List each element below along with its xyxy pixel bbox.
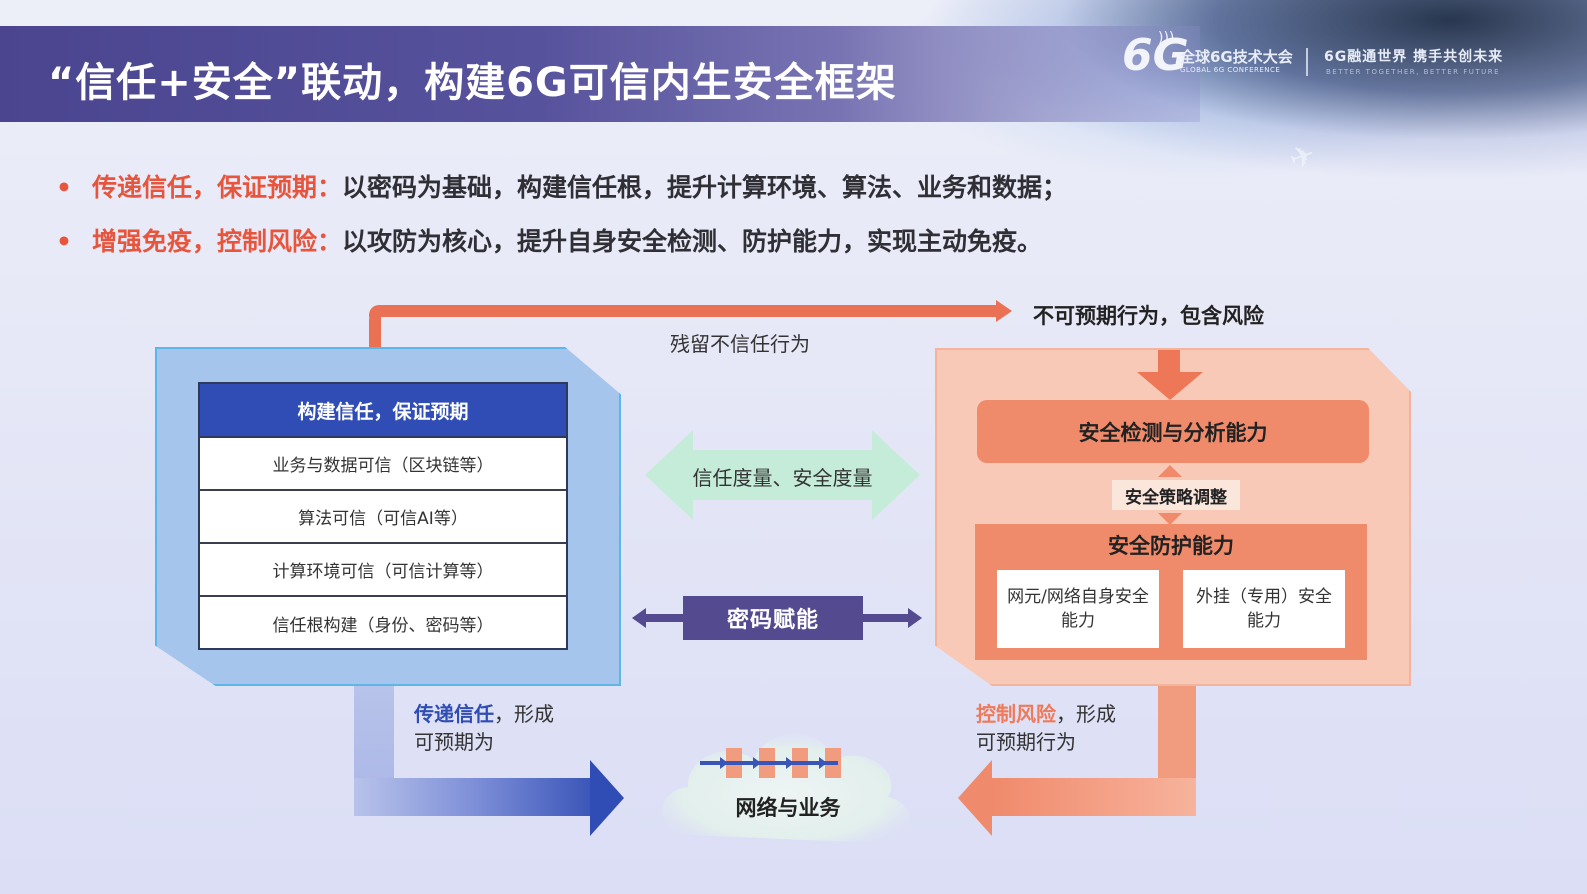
trust-row-business-data: 业务与数据可信（区块链等） bbox=[200, 438, 566, 491]
bullet-immunity: • 增强免疫，控制风险：以攻防为核心，提升自身安全检测、防护能力，实现主动免疫。 bbox=[56, 222, 1042, 258]
chain-blocks-icon bbox=[700, 748, 850, 778]
arrow-head-left-icon bbox=[632, 608, 646, 628]
policy-adjust-label: 安全策略调整 bbox=[1112, 480, 1240, 510]
bullet-trust: • 传递信任，保证预期：以密码为基础，构建信任根，提升计算环境、算法、业务和数据； bbox=[56, 168, 1067, 204]
residual-flow-arrow bbox=[369, 305, 999, 317]
logo-6g-mark: 6G bbox=[1122, 30, 1189, 81]
logo-slogan-cn: 6G融通世界 携手共创未来 bbox=[1324, 49, 1504, 65]
arrow-head-right-icon bbox=[908, 608, 922, 628]
plugin-security-box: 外挂（专用）安全能力 bbox=[1183, 570, 1345, 648]
bullet-text: 以攻防为核心，提升自身安全检测、防护能力，实现主动免疫。 bbox=[342, 227, 1043, 256]
native-security-box: 网元/网络自身安全能力 bbox=[997, 570, 1159, 648]
trust-flow-arrow bbox=[354, 778, 594, 816]
down-arrow-stem bbox=[1158, 350, 1180, 374]
logo-slogan-en: BETTER TOGETHER, BETTER FUTURE bbox=[1326, 68, 1501, 76]
bullet-dot: • bbox=[56, 227, 72, 256]
risk-flow-highlight: 控制风险 bbox=[976, 702, 1056, 726]
bullet-dot: • bbox=[56, 173, 72, 202]
trust-flow-text: ，形成 bbox=[494, 702, 554, 726]
double-arrow-measure-icon bbox=[645, 430, 920, 520]
risk-flow-label: 控制风险，形成 可预期行为 bbox=[976, 700, 1116, 756]
logo-divider bbox=[1306, 48, 1308, 76]
bullet-text: 以密码为基础，构建信任根，提升计算环境、算法、业务和数据； bbox=[342, 173, 1068, 202]
arrow-head-left-icon bbox=[958, 760, 992, 836]
wifi-signal-icon: ))) bbox=[1158, 30, 1175, 46]
bullet-key: 传递信任，保证预期： bbox=[91, 173, 342, 202]
page-title: “信任+安全”联动，构建6G可信内生安全框架 bbox=[48, 60, 897, 106]
arrow-head-right-icon bbox=[996, 300, 1012, 322]
bullet-key: 增强免疫，控制风险： bbox=[91, 227, 342, 256]
unexpected-behavior-label: 不可预期行为，包含风险 bbox=[1033, 304, 1264, 328]
trust-table: 构建信任，保证预期 业务与数据可信（区块链等） 算法可信（可信AI等） 计算环境… bbox=[198, 382, 568, 650]
risk-flow-text: ，形成 bbox=[1056, 702, 1116, 726]
protection-title: 安全防护能力 bbox=[1108, 534, 1234, 558]
protection-box: 安全防护能力 网元/网络自身安全能力 外挂（专用）安全能力 bbox=[975, 524, 1367, 660]
trust-row-root-of-trust: 信任根构建（身份、密码等） bbox=[272, 616, 494, 636]
arrow-head-right-icon bbox=[590, 760, 624, 836]
cloud-icon bbox=[661, 733, 910, 844]
trust-flow-label: 传递信任，形成 可预期为 bbox=[414, 700, 554, 756]
network-business-label: 网络与业务 bbox=[735, 796, 841, 820]
logo-name-en: GLOBAL 6G CONFERENCE bbox=[1180, 66, 1281, 74]
residual-flow-arrow-stem bbox=[369, 310, 381, 350]
logo-name-cn: 全球6G技术大会 bbox=[1180, 48, 1293, 66]
trust-flow-text-line2: 可预期为 bbox=[414, 730, 494, 754]
detection-analysis-box: 安全检测与分析能力 bbox=[977, 400, 1369, 463]
arrow-up-icon bbox=[1158, 465, 1182, 477]
trust-row-computing-env: 计算环境可信（可信计算等） bbox=[200, 544, 566, 597]
crypto-enable-box: 密码赋能 bbox=[683, 596, 863, 640]
trust-flow-highlight: 传递信任 bbox=[414, 702, 494, 726]
risk-flow-arrow bbox=[992, 778, 1196, 816]
arrow-down-icon bbox=[1137, 372, 1203, 400]
risk-flow-text-line2: 可预期行为 bbox=[976, 730, 1076, 754]
trust-row-algorithm: 算法可信（可信AI等） bbox=[200, 491, 566, 544]
title-bar bbox=[0, 26, 1200, 122]
residual-untrusted-label: 残留不信任行为 bbox=[670, 332, 810, 356]
measure-label: 信任度量、安全度量 bbox=[692, 466, 873, 490]
arrow-down-icon bbox=[1158, 513, 1182, 525]
trust-table-header: 构建信任，保证预期 bbox=[200, 384, 566, 438]
conference-logo: 6G ))) 全球6G技术大会 GLOBAL 6G CONFERENCE 6G融… bbox=[1118, 30, 1538, 86]
